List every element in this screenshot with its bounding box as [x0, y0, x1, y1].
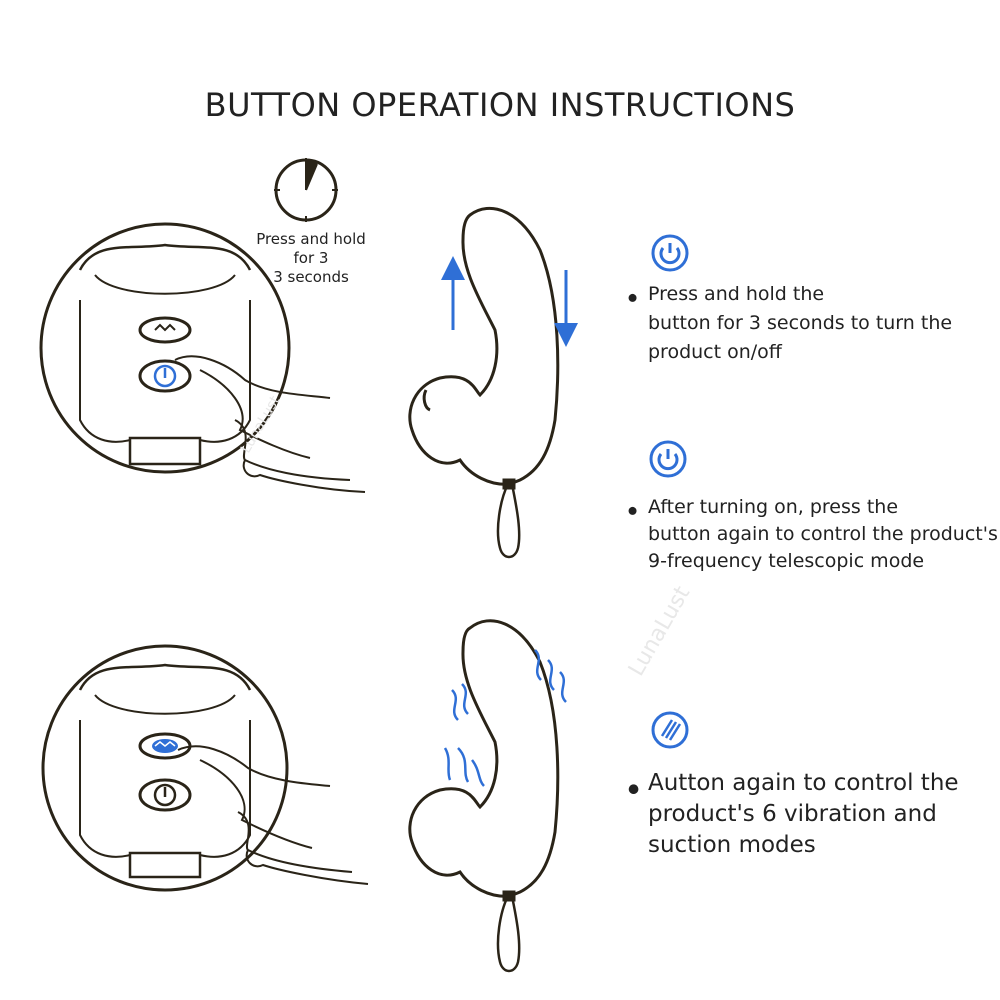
- zoom-circle-top: [39, 222, 291, 474]
- step-3-line-3: suction modes: [648, 832, 816, 858]
- step-3-text: Autton again to control the product's 6 …: [648, 768, 959, 861]
- vibration-icon: [651, 711, 689, 749]
- step-3-line-2: product's 6 vibration and: [648, 801, 937, 827]
- step-2-line-2: button again to control the product's: [648, 523, 998, 545]
- vibe-button-top: [154, 323, 176, 332]
- vibe-button-bottom: [152, 739, 178, 753]
- power-button-bottom: [153, 783, 177, 807]
- step-1-line-3: product on/off: [648, 341, 782, 363]
- zoom-circle-bottom: [41, 644, 289, 892]
- step-3-line-1: Autton again to control the: [648, 768, 959, 799]
- timer-caption-line-1: Press and hold: [256, 230, 366, 248]
- step-2-line-3: 9-frequency telescopic mode: [648, 550, 925, 572]
- hand-icon-top: [174, 355, 366, 493]
- power-icon: [651, 234, 689, 272]
- step-1-line-2: button for 3 seconds to turn the: [648, 312, 953, 334]
- timer-caption-line-3: 3 seconds: [273, 268, 349, 286]
- timer-caption-line-2: for 3: [293, 249, 329, 267]
- device-bottom: [408, 619, 560, 973]
- step-2-text: After turning on, press the button again…: [648, 494, 998, 575]
- power-icon: [649, 440, 687, 478]
- timer-icon: [274, 158, 338, 222]
- timer-caption: Press and hold for 3 3 seconds: [236, 230, 386, 287]
- step-1-line-1: Press and hold the: [648, 280, 952, 309]
- power-button-top: [153, 364, 177, 388]
- page-title: BUTTON OPERATION INSTRUCTIONS: [204, 86, 796, 124]
- device-top: [408, 206, 560, 559]
- step-1-text: Press and hold the button for 3 seconds …: [648, 280, 952, 367]
- vibration-waves-icon: [443, 649, 567, 787]
- step-2-line-1: After turning on, press the: [648, 494, 998, 521]
- hand-icon-bottom: [177, 745, 369, 885]
